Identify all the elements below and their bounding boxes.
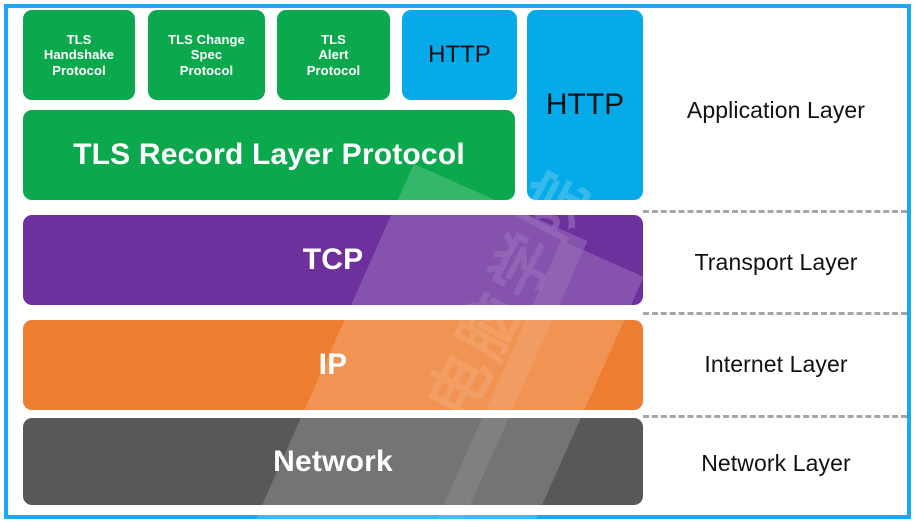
block-tls-change-spec-protocol: TLS Change Spec Protocol (148, 10, 265, 100)
block-network: Network (23, 418, 643, 505)
block-tls-alert-protocol: TLS Alert Protocol (277, 10, 390, 100)
layer-label-transport: Transport Layer (694, 248, 858, 275)
block-ip: IP (23, 320, 643, 410)
layer-label-internet: Internet Layer (704, 351, 848, 377)
divider-application-transport (643, 210, 907, 213)
block-tls-record-layer-protocol: TLS Record Layer Protocol (23, 110, 515, 200)
divider-transport-internet (643, 312, 907, 315)
block-http-tall: HTTP (527, 10, 643, 200)
layer-label-application: Application Layer (686, 96, 866, 123)
block-tcp: TCP (23, 215, 643, 305)
divider-internet-network (643, 415, 907, 418)
layer-label-network: Network Layer (701, 449, 851, 476)
block-http-small: HTTP (402, 10, 517, 100)
block-tls-handshake-protocol: TLS Handshake Protocol (23, 10, 135, 100)
